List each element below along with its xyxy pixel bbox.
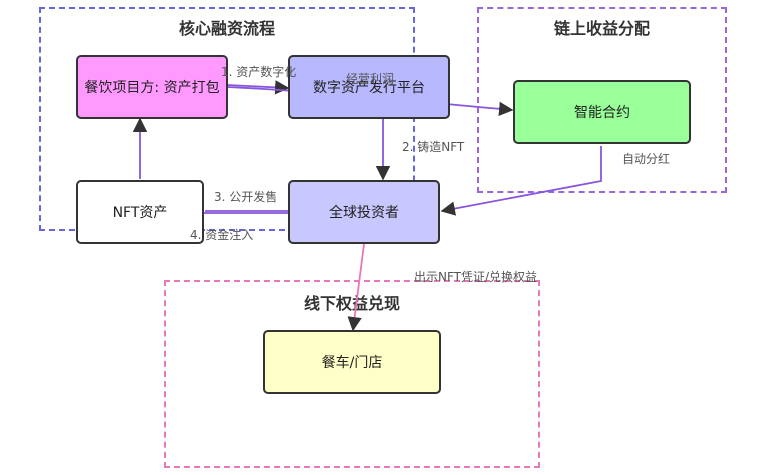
- node-restaurant: 餐饮项目方: 资产打包: [76, 55, 228, 119]
- edge-redeem: [347, 243, 365, 332]
- edge-label-redeem: 出示NFT凭证/兑换权益: [414, 270, 538, 284]
- node-smart-contract-label: 智能合约: [574, 105, 630, 121]
- cluster-onchain-revenue-title: 链上收益分配: [553, 19, 650, 38]
- node-platform: 数字资产发行平台: [288, 55, 450, 119]
- node-global-investors-label: 全球投资者: [329, 205, 399, 221]
- edge-dividend: [440, 146, 602, 216]
- edge-label-mint: 2. 铸造NFT: [402, 140, 465, 154]
- cluster-onchain-revenue: 链上收益分配: [477, 7, 727, 193]
- edge-label-publish: 3. 公开发售: [214, 190, 278, 204]
- edge-label-digitize: 1. 资产数字化: [221, 65, 297, 79]
- edge-label-profit: 经营利润: [346, 72, 395, 86]
- node-smart-contract: 智能合约: [513, 80, 691, 144]
- node-nft-asset: NFT资产: [76, 180, 204, 244]
- node-store: 餐车/门店: [263, 330, 441, 394]
- edge-digitize: [227, 80, 290, 95]
- cluster-core-financing-title: 核心融资流程: [178, 19, 275, 38]
- cluster-offline-rights: 线下权益兑现: [164, 280, 540, 468]
- node-platform-label: 数字资产发行平台: [313, 80, 425, 96]
- cluster-core-financing: 核心融资流程: [39, 7, 415, 231]
- node-nft-asset-label: NFT资产: [112, 205, 168, 221]
- node-global-investors: 全球投资者: [288, 180, 440, 244]
- edge-label-funding: 4. 资金注入: [190, 228, 254, 242]
- cluster-offline-rights-title: 线下权益兑现: [303, 294, 400, 313]
- node-restaurant-label: 餐饮项目方: 资产打包: [84, 80, 220, 96]
- edge-label-dividend: 自动分红: [622, 152, 671, 166]
- node-store-label: 餐车/门店: [321, 355, 383, 371]
